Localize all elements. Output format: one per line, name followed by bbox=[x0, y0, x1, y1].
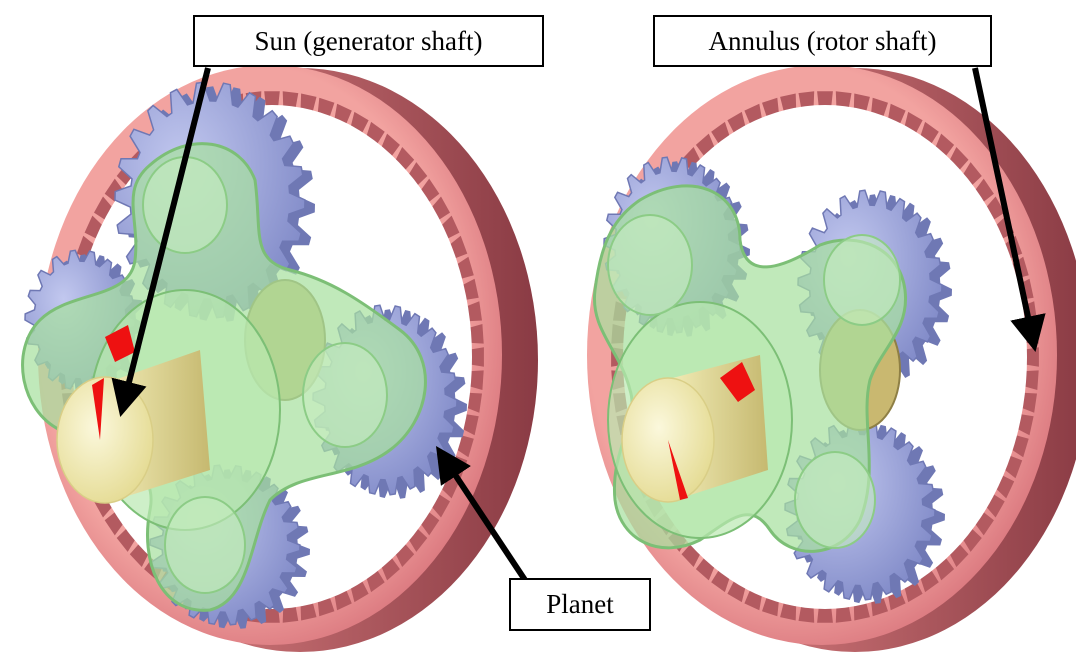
left-gearbox bbox=[23, 65, 538, 652]
left-carrier-bore-right bbox=[303, 343, 387, 447]
right-carrier-bore-bottom bbox=[795, 452, 875, 548]
left-carrier-bore-bottom bbox=[165, 497, 245, 593]
right-carrier-bore-left bbox=[608, 215, 692, 315]
left-sun-shaft-face bbox=[57, 377, 153, 503]
sun-label: Sun (generator shaft) bbox=[193, 15, 544, 67]
right-gearbox bbox=[587, 65, 1076, 652]
planet-label: Planet bbox=[509, 578, 651, 631]
annulus-label: Annulus (rotor shaft) bbox=[653, 15, 992, 67]
right-carrier-bore-top bbox=[824, 235, 900, 325]
